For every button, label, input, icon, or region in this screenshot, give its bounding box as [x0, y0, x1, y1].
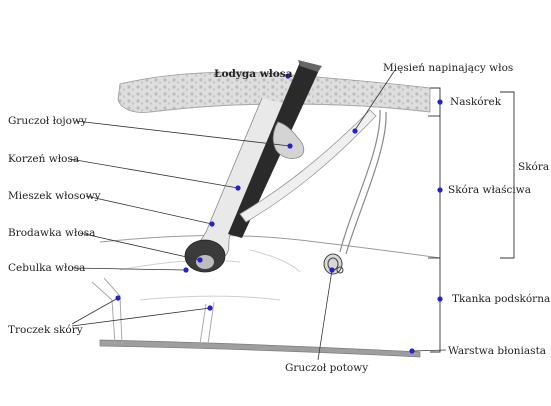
- label-sebaceous-gland: Gruczoł łojowy: [8, 115, 87, 127]
- label-dermis: Skóra właściwa: [448, 184, 531, 196]
- sweat-duct-shape: [339, 109, 387, 255]
- hair-shaft-shape: [228, 62, 320, 238]
- marker-dots: [115, 73, 443, 354]
- label-epidermis: Naskórek: [450, 96, 502, 108]
- sweat-gland-coil: [323, 253, 344, 275]
- marker-hair-shaft: [285, 73, 291, 79]
- marker-arrector-pili: [352, 128, 358, 134]
- label-hair-root: Korzeń włosa: [8, 153, 79, 165]
- layer-brackets: [428, 87, 515, 353]
- marker-bulb: [183, 267, 189, 273]
- marker-trabecula-mid: [207, 305, 213, 311]
- marker-hypodermis: [437, 296, 443, 302]
- label-hair-follicle: Mieszek włosowy: [8, 190, 101, 202]
- hair-follicle-shape: [195, 97, 287, 265]
- label-skin: Skóra: [518, 161, 549, 173]
- marker-membrane: [409, 348, 415, 354]
- marker-trabecula-left: [115, 295, 121, 301]
- label-sweat-gland: Gruczoł potowy: [285, 362, 368, 374]
- leader-lines: [69, 69, 447, 361]
- dermis-boundary: [99, 235, 441, 259]
- sebaceous-gland-shape: [272, 121, 305, 159]
- label-membrane-layer: Warstwa błoniasta: [448, 345, 546, 357]
- marker-dermis: [437, 187, 443, 193]
- marker-hair-root: [235, 185, 241, 191]
- marker-papilla: [197, 257, 203, 263]
- trabecula-left: [91, 277, 123, 345]
- marker-sweat: [329, 267, 335, 273]
- label-hair-shaft: Łodyga włosa: [214, 68, 293, 80]
- label-hair-bulb: Cebulka włosa: [8, 262, 85, 274]
- hypodermis-texture: [119, 249, 301, 301]
- hair-shaft-tip: [298, 60, 322, 72]
- label-hair-papilla: Brodawka włosa: [8, 227, 95, 239]
- label-hypodermis: Tkanka podskórna: [452, 293, 550, 305]
- marker-sebaceous: [287, 143, 293, 149]
- arrector-pili-shape: [239, 109, 377, 223]
- membrane-layer-shape: [99, 339, 421, 358]
- label-skin-trabecula: Troczek skóry: [8, 324, 83, 336]
- trabecula-mid: [199, 301, 215, 345]
- marker-follicle: [209, 221, 215, 227]
- label-arrector-pili: Mięsień napinający włos: [383, 62, 513, 74]
- marker-epidermis: [437, 99, 443, 105]
